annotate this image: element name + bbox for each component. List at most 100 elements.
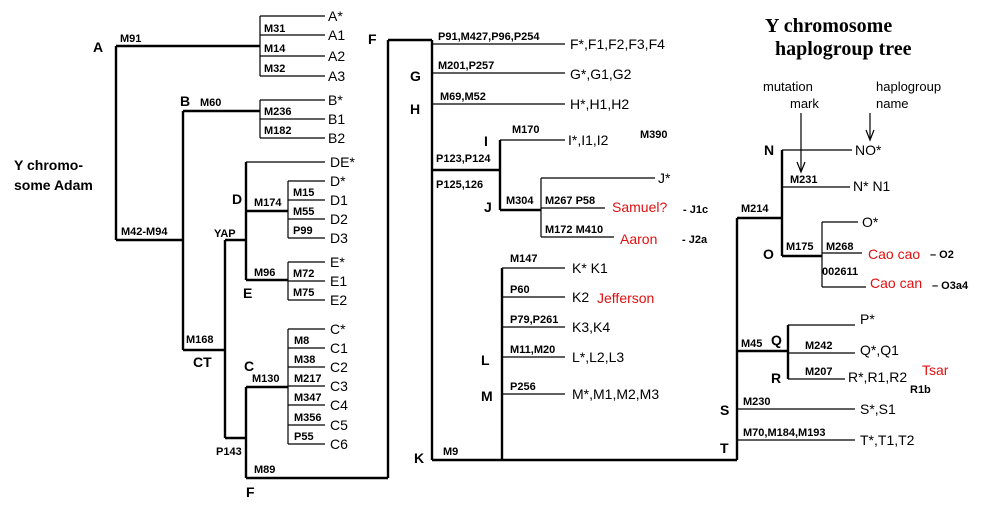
node-F-bottom: F [246,484,255,500]
node-Q: Q [771,332,782,348]
tip-M: M*,M1,M2,M3 [572,386,659,402]
node-H: H [410,101,420,117]
node-G: G [410,68,421,84]
mutation-G: M201,P257 [438,60,494,72]
tip-J2a: - J2a [682,234,708,246]
node-N: N [764,142,774,158]
tip-K2: K2 [572,289,589,305]
mutation-IJ-2: P125,126 [436,179,483,191]
node-D: D [232,191,242,207]
tip-K: K* K1 [572,260,608,276]
tip-Q: Q*,Q1 [860,342,899,358]
person-caocao: Cao cao [868,246,920,262]
tip-A1: A1 [328,27,345,43]
mutation-P60: P60 [510,284,530,296]
tip-D3: D3 [330,230,348,246]
mutation-M242: M242 [805,340,833,352]
tip-Pstar: P* [860,311,875,327]
root-label-2: some Adam [14,177,93,193]
mutation-T: M70,M184,M193 [743,427,826,439]
mutation-M15: M15 [293,187,314,199]
person-tsar: Tsar [922,362,949,378]
tip-S: S*,S1 [860,401,896,417]
mutation-M38: M38 [294,354,315,366]
mutation-M31: M31 [264,23,285,35]
tip-J1c: - J1c [683,204,708,216]
tip-B1: B1 [328,111,345,127]
tip-C5: C5 [330,417,348,433]
node-O: O [763,246,774,262]
tip-O2: – O2 [930,249,954,261]
mutation-M60: M60 [200,97,221,109]
tip-I: I*,I1,I2 [568,132,609,148]
tip-O3a4: – O3a4 [932,280,969,292]
legend-mutation-label-1: mutation [763,79,813,94]
title-line-2: haplogroup tree [775,38,912,60]
mutation-M45: M45 [741,338,762,350]
mutation-P55: P55 [294,431,314,443]
mutation-M91: M91 [120,33,141,45]
mutation-M75: M75 [293,287,314,299]
node-I: I [484,133,488,149]
mutation-H: M69,M52 [440,91,486,103]
mutation-M214: M214 [741,203,769,215]
node-K: K [414,450,424,466]
node-YAP: YAP [214,228,236,240]
mutation-M172: M172 M410 [545,224,603,236]
tip-Astar: A* [328,8,343,24]
tip-R1b: R1b [910,384,931,396]
tip-C3: C3 [330,378,348,394]
mutation-M14: M14 [264,43,286,55]
mutation-M11: M11,M20 [510,344,555,356]
node-CT: CT [193,354,212,370]
tip-Cstar: C* [330,321,346,337]
mutation-P256: P256 [510,381,536,393]
tip-D1: D1 [330,192,348,208]
mutation-002611: 002611 [822,266,858,278]
mutation-F: P91,M427,P96,P254 [438,31,540,43]
mutation-M236: M236 [264,106,292,118]
tip-E2: E2 [330,292,347,308]
tip-Jstar: J* [658,170,671,186]
mutation-P79: P79,P261 [510,314,558,326]
tip-C4: C4 [330,397,348,413]
title-line-1: Y chromosome [765,15,892,37]
mutation-IJ-1: P123,P124 [436,153,491,165]
node-M: M [481,388,493,404]
mutation-M231: M231 [790,174,818,186]
mutation-M182: M182 [264,125,292,137]
tip-DEstar: DE* [330,154,355,170]
node-E: E [243,285,252,301]
node-T: T [720,440,729,456]
tip-C1: C1 [330,340,348,356]
mutation-P99: P99 [293,225,313,237]
mutation-M207: M207 [805,366,833,378]
tip-K3: K3,K4 [572,319,610,335]
mutation-M42-M94: M42-M94 [121,226,168,238]
tip-D2: D2 [330,211,348,227]
mutation-M174: M174 [254,197,282,209]
node-C: C [244,358,254,374]
tip-Estar: E* [330,254,345,270]
tip-A2: A2 [328,48,345,64]
mutation-M130: M130 [252,373,280,385]
node-A: A [93,39,103,55]
mutation-M390: M390 [640,129,668,141]
mutation-M96: M96 [254,267,275,279]
tip-F: F*,F1,F2,F3,F4 [570,36,665,52]
node-R: R [771,370,781,386]
tip-A3: A3 [328,68,345,84]
mutation-M230: M230 [743,396,771,408]
node-J: J [484,199,492,215]
mutation-M168: M168 [186,334,214,346]
tip-T: T*,T1,T2 [860,432,915,448]
mutation-M304: M304 [506,195,534,207]
person-samuel: Samuel? [612,199,667,215]
node-L: L [481,352,490,368]
person-jefferson: Jefferson [597,290,654,306]
mutation-M32: M32 [264,63,285,75]
mutation-M175: M175 [786,241,814,253]
legend-mutation-label-2: mark [790,96,819,111]
tip-L: L*,L2,L3 [572,349,624,365]
